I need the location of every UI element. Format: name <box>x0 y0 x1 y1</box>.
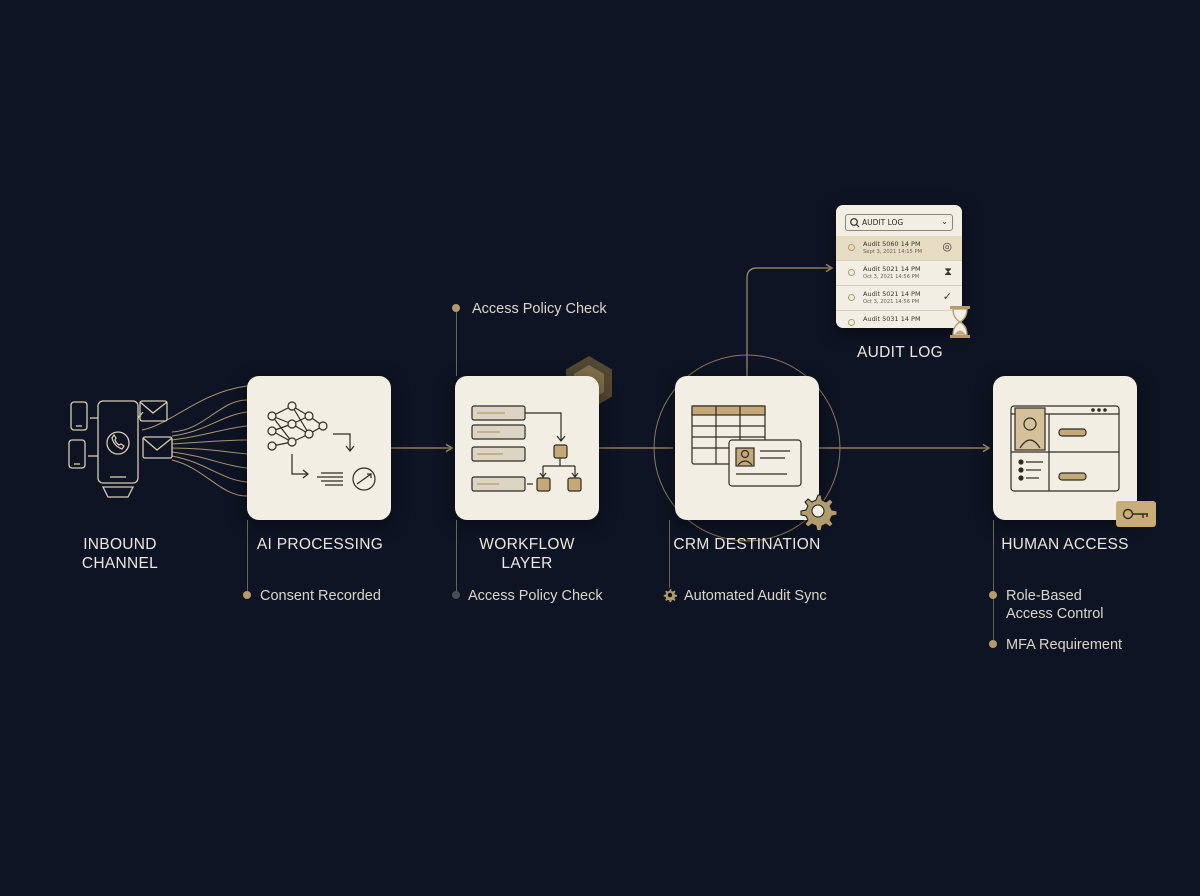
note-consent-recorded: Consent Recorded <box>260 588 381 604</box>
audit-entry-time: Oct 3, 2021 14:56 PM <box>863 299 920 305</box>
audit-log-panel: AUDIT LOG ⌄ Audit 5060 14 PM Sept 3, 202… <box>836 205 962 328</box>
audit-entry-title: Audit 5021 14 PM <box>863 290 921 298</box>
audit-log-entry[interactable]: Audit 5021 14 PM Oct 3, 2021 14:56 PM ✓ <box>836 286 962 311</box>
key-icon <box>1116 501 1156 527</box>
audit-entry-title: Audit 5021 14 PM <box>863 265 921 273</box>
human-access-card <box>993 376 1137 520</box>
note-automated-audit-sync: Automated Audit Sync <box>684 588 827 604</box>
stage-label-line: LAYER <box>501 555 553 572</box>
note-dot <box>243 591 251 599</box>
note-dot <box>989 640 997 648</box>
contact-card-icon <box>728 439 802 487</box>
timeline-dot <box>848 269 855 276</box>
note-access-policy-bottom: Access Policy Check <box>468 588 603 604</box>
ai-processing-card <box>247 376 391 520</box>
note-dot <box>989 591 997 599</box>
audit-log-search[interactable]: AUDIT LOG ⌄ <box>845 214 953 231</box>
note-dot <box>452 304 460 312</box>
check-icon: ◎ <box>942 240 952 253</box>
workflow-note-top-line <box>456 312 457 376</box>
note-access-policy-top: Access Policy Check <box>472 301 607 317</box>
stage-label-line: HUMAN ACCESS <box>1001 536 1129 553</box>
user-profile-icon <box>1010 405 1120 492</box>
crm-destination-card <box>675 376 819 520</box>
crm-orbit-ring <box>653 354 841 542</box>
stage-label-ai: AI PROCESSING <box>245 535 395 554</box>
note-line: Access Control <box>1006 606 1104 622</box>
stage-label-line: INBOUND <box>83 536 157 553</box>
chevron-down-icon: ⌄ <box>941 217 948 226</box>
inbound-fan-lines <box>141 385 248 497</box>
ai-note-line <box>247 520 248 592</box>
stage-label-line: AI PROCESSING <box>256 536 384 553</box>
gear-icon <box>663 589 677 602</box>
audit-entry-time: Oct 3, 2021 14:56 PM <box>863 274 920 280</box>
audit-entry-time: Sept 3, 2021 14:15 PM <box>863 249 923 255</box>
search-icon <box>850 218 860 228</box>
audit-log-entry[interactable]: Audit 5060 14 PM Sept 3, 2021 14:15 PM ◎ <box>836 236 962 261</box>
hourglass-icon <box>950 306 970 338</box>
flow-connectors <box>391 263 991 453</box>
audit-log-title: AUDIT LOG <box>857 344 943 361</box>
stage-label-inbound: INBOUND CHANNEL <box>70 535 170 573</box>
stage-label-line: CRM DESTINATION <box>673 536 821 553</box>
stage-label-human: HUMAN ACCESS <box>990 535 1140 554</box>
hourglass-icon: ⧗ <box>944 265 952 278</box>
audit-entry-title: Audit 5031 14 PM <box>863 315 921 323</box>
note-line: Role-Based <box>1006 588 1082 604</box>
workflow-layer-card <box>455 376 599 520</box>
timeline-dot <box>848 294 855 301</box>
stage-label-workflow: WORKFLOW LAYER <box>462 535 592 573</box>
audit-log-search-label: AUDIT LOG <box>862 218 904 227</box>
audit-log-entry[interactable]: Audit 5021 14 PM Oct 3, 2021 14:56 PM ⧗ <box>836 261 962 286</box>
stage-label-line: WORKFLOW <box>479 536 575 553</box>
timeline-dot <box>848 319 855 326</box>
human-note-line <box>993 520 994 645</box>
note-role-based-access: Role-Based Access Control <box>1006 587 1104 623</box>
note-dot <box>452 591 460 599</box>
neural-network-icon <box>267 401 376 491</box>
workflow-note-bottom-line <box>456 520 457 592</box>
audit-entry-title: Audit 5060 14 PM <box>863 240 921 248</box>
inbound-devices <box>68 400 173 498</box>
timeline-dot <box>848 244 855 251</box>
gear-icon <box>800 494 837 530</box>
stage-label-line: CHANNEL <box>81 555 159 572</box>
crm-note-line <box>669 520 670 588</box>
stage-label-crm: CRM DESTINATION <box>662 535 832 554</box>
flowchart-icon <box>471 405 582 492</box>
check-icon: ✓ <box>942 290 952 303</box>
audit-log-entry[interactable]: Audit 5031 14 PM <box>836 311 962 328</box>
note-mfa-requirement: MFA Requirement <box>1006 637 1123 653</box>
